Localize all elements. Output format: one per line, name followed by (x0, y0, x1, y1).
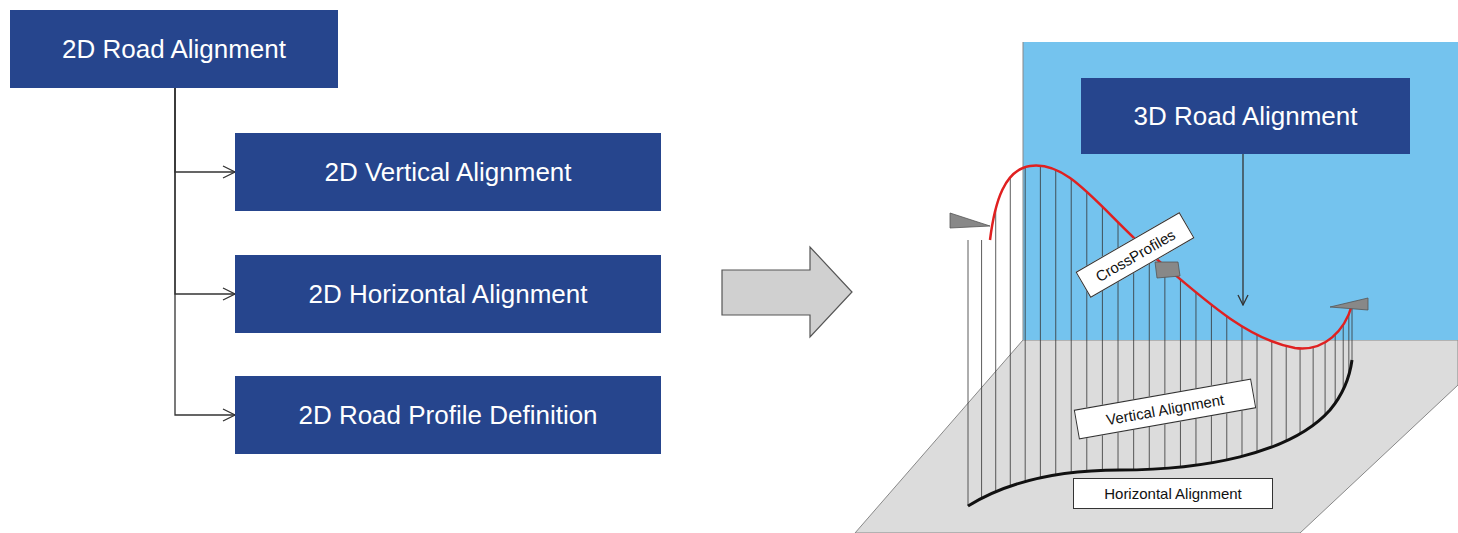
pointer-arrow (1242, 154, 1243, 305)
projection-lines (968, 166, 1352, 506)
node-text: 2D Road Alignment (62, 34, 286, 65)
process-box: 2D Horizontal Alignment (235, 255, 661, 333)
root-box: 2D Road Alignment (10, 10, 338, 88)
projection-line (1149, 252, 1150, 469)
projection-line (1164, 267, 1165, 469)
projection-line (995, 209, 996, 492)
projection-line (1343, 325, 1344, 390)
projection-line (1211, 305, 1212, 463)
vertical-plane (1023, 42, 1458, 340)
projection-line (1335, 335, 1336, 403)
projection-line (968, 240, 969, 506)
node-text: Horizontal Alignment (1104, 485, 1242, 502)
projection-line (1300, 348, 1301, 433)
projection-line (1313, 347, 1314, 425)
result-box: 3D Road Alignment (1081, 78, 1410, 154)
cross-profile-symbol (1155, 262, 1180, 278)
node-text: 2D Road Profile Definition (298, 400, 597, 431)
projection-line (1010, 178, 1011, 486)
plane-edge (1023, 42, 1024, 340)
process-box: 2D Road Profile Definition (235, 376, 661, 454)
projection-line (1180, 279, 1181, 467)
projection-line (1286, 346, 1287, 441)
cross-profile-symbol (950, 213, 990, 228)
projection-line (1271, 341, 1272, 447)
projection-line (1195, 292, 1196, 465)
projection-line (1348, 314, 1349, 375)
projection-line (1040, 166, 1041, 478)
node-text: 2D Vertical Alignment (324, 157, 571, 188)
projection-line (1257, 335, 1258, 452)
label-box: Horizontal Alignment (1073, 478, 1273, 509)
tree-connector (175, 88, 235, 172)
projection-line (1325, 343, 1326, 415)
tree-connector (175, 88, 235, 294)
process-box: 2D Vertical Alignment (235, 133, 661, 211)
node-text: 2D Horizontal Alignment (309, 279, 588, 310)
projection-line (981, 240, 982, 498)
cross-profile-symbol (1330, 298, 1368, 310)
projection-line (1071, 179, 1072, 473)
vertical-curve (990, 166, 1352, 349)
projection-line (1352, 305, 1353, 360)
ground-plane (855, 340, 1458, 533)
projection-line (1025, 167, 1026, 481)
transform-arrow (722, 247, 852, 337)
tree-connector (175, 88, 235, 415)
node-text: 3D Road Alignment (1133, 101, 1357, 132)
projection-line (1055, 170, 1056, 475)
